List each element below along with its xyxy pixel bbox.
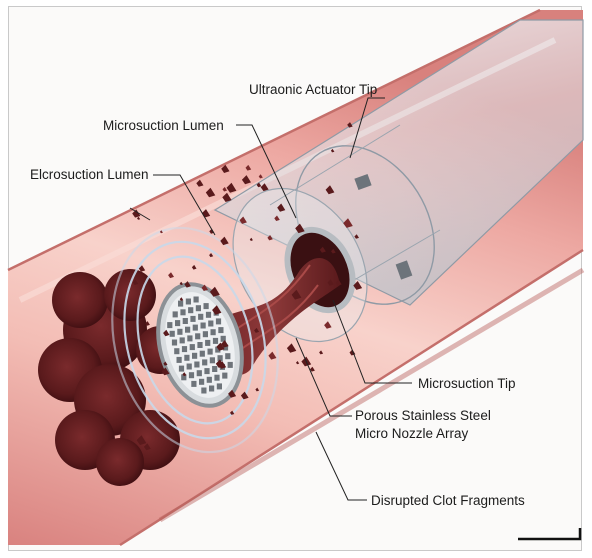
nozzle-hole xyxy=(209,386,214,392)
nozzle-hole xyxy=(191,381,196,387)
nozzle-hole xyxy=(179,366,184,372)
nozzle-hole xyxy=(190,316,195,322)
nozzle-hole xyxy=(218,327,223,333)
label-ultrasonic-actuator-tip: Ultraonic Actuator Tip xyxy=(249,81,377,98)
label-clot-fragments: Disrupted Clot Fragments xyxy=(371,492,525,509)
nozzle-hole xyxy=(208,349,213,355)
nozzle-hole xyxy=(194,297,199,303)
nozzle-hole xyxy=(225,353,230,359)
nozzle-hole xyxy=(204,303,209,309)
nozzle-hole xyxy=(190,344,195,350)
nozzle-hole xyxy=(197,342,202,348)
nozzle-hole xyxy=(187,364,192,370)
nozzle-hole xyxy=(170,331,175,337)
nozzle-hole xyxy=(213,338,218,344)
nozzle-hole xyxy=(189,372,194,378)
nozzle-hole xyxy=(188,307,193,313)
nozzle-hole xyxy=(228,362,233,368)
leader-clot-fragments xyxy=(316,432,367,500)
nozzle-hole xyxy=(182,346,187,352)
nozzle-hole xyxy=(202,359,207,365)
nozzle-hole xyxy=(208,321,213,327)
nozzle-hole xyxy=(195,333,200,339)
nozzle-hole xyxy=(180,309,185,315)
nozzle-hole xyxy=(172,340,177,346)
nozzle-hole xyxy=(193,325,198,331)
nozzle-hole xyxy=(201,323,206,329)
nozzle-hole xyxy=(201,388,206,394)
nozzle-hole xyxy=(186,299,191,305)
nozzle-hole xyxy=(177,329,182,335)
nozzle-hole xyxy=(211,329,216,335)
nozzle-hole xyxy=(174,348,179,354)
nozzle-hole xyxy=(204,368,209,374)
nozzle-hole xyxy=(185,327,190,333)
nozzle-hole xyxy=(212,366,217,372)
nozzle-hole xyxy=(200,351,205,357)
nozzle-hole xyxy=(173,311,178,317)
nozzle-hole xyxy=(167,322,172,328)
nozzle-hole xyxy=(203,331,208,337)
nozzle-hole xyxy=(205,340,210,346)
scale-bar xyxy=(518,528,580,539)
nozzle-hole xyxy=(197,370,202,376)
label-nozzle-line1: Porous Stainless Steel xyxy=(355,407,491,424)
nozzle-hole xyxy=(192,353,197,359)
label-microsuction-lumen: Microsuction Lumen xyxy=(103,117,224,134)
label-nozzle-line2: Micro Nozzle Array xyxy=(355,425,468,442)
nozzle-hole xyxy=(199,379,204,385)
nozzle-hole xyxy=(198,314,203,320)
nozzle-hole xyxy=(216,318,221,324)
label-microsuction-tip: Microsuction Tip xyxy=(418,375,516,392)
nozzle-hole xyxy=(180,337,185,343)
nozzle-hole xyxy=(206,312,211,318)
nozzle-hole xyxy=(214,375,219,381)
nozzle-hole xyxy=(178,301,183,307)
label-elcrosuction-lumen: Elcrosuction Lumen xyxy=(30,166,149,183)
nozzle-hole xyxy=(222,373,227,379)
nozzle-hole xyxy=(207,377,212,383)
nozzle-hole xyxy=(196,305,201,311)
nozzle-hole xyxy=(210,357,215,363)
nozzle-hole xyxy=(183,318,188,324)
nozzle-hole xyxy=(194,362,199,368)
nozzle-hole xyxy=(187,335,192,341)
nozzle-hole xyxy=(184,355,189,361)
nozzle-hole xyxy=(175,320,180,326)
nozzle-hole xyxy=(177,357,182,363)
nozzle-hole xyxy=(217,383,222,389)
